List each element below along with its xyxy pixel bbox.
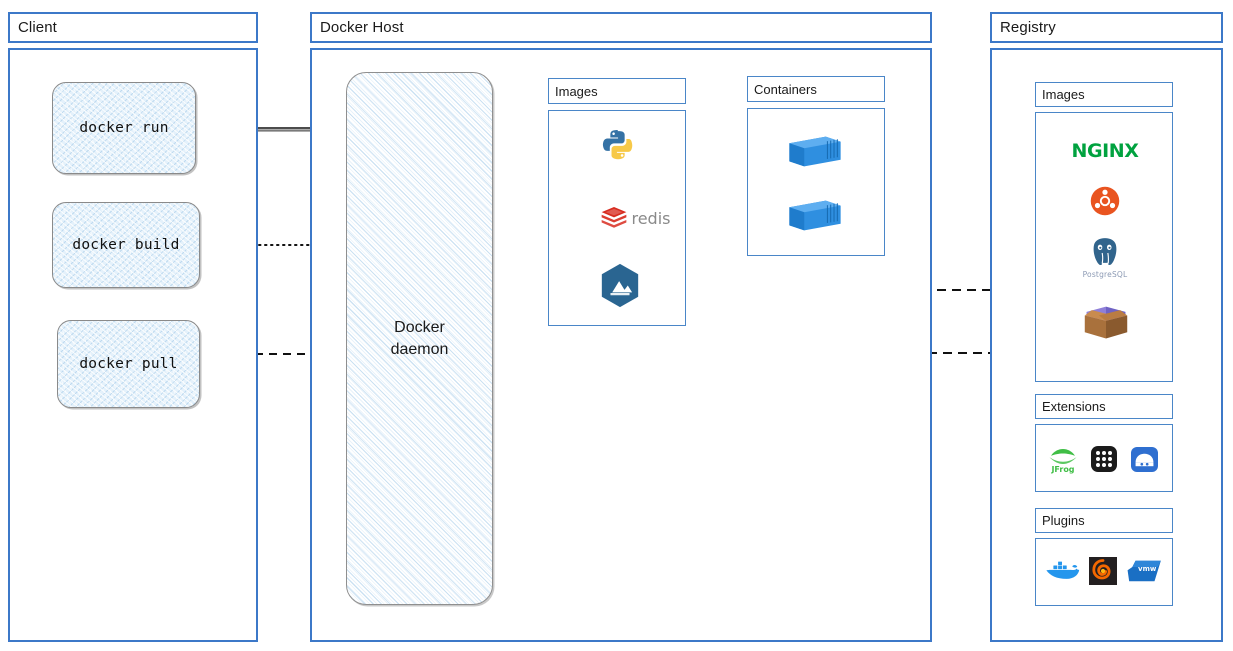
registry-images-panel-header: Images [1035,82,1173,107]
host-containers-panel-label: Containers [754,81,817,97]
command-label: docker run [79,120,169,136]
vmware-logo-icon: vmw [1125,556,1165,586]
registry-images-panel-label: Images [1042,87,1085,102]
docker-daemon-box[interactable]: Docker daemon [346,72,493,605]
registry-extensions-panel-label: Extensions [1042,399,1106,414]
jfrog-logo-icon: JFrog [1046,442,1080,476]
host-containers-panel-header: Containers [747,76,885,102]
registry-plugins-panel-header: Plugins [1035,508,1173,533]
docker-host-header: Docker Host [310,12,932,43]
open-box-icon [1078,295,1134,343]
ubuntu-logo-icon [1089,185,1121,217]
command-docker-run[interactable]: docker run [52,82,196,174]
grid-dots-icon [1090,445,1118,473]
shipping-container-icon [785,128,845,174]
blue-app-icon [1129,445,1159,473]
command-label: docker build [72,237,180,253]
command-docker-build[interactable]: docker build [52,202,200,288]
nginx-logo-icon: NGINX [1062,138,1148,164]
grafana-logo-icon [1088,556,1118,586]
vmware-label: vmw [1138,565,1157,573]
python-logo-icon [598,126,638,166]
redis-label: redis [631,208,671,228]
alpine-logo-icon [598,262,642,308]
client-header: Client [8,12,258,43]
registry-header: Registry [990,12,1223,43]
host-images-panel-header: Images [548,78,686,104]
command-docker-pull[interactable]: docker pull [57,320,200,408]
docker-whale-icon [1043,556,1081,586]
nginx-label: NGINX [1071,140,1139,162]
grid-dots-glyph [1091,446,1117,472]
client-header-label: Client [18,19,57,36]
redis-logo-icon: redis [588,203,684,233]
host-containers-panel-body [747,108,885,256]
registry-plugins-panel-label: Plugins [1042,513,1085,528]
postgresql-logo-icon: PostgreSQL [1082,234,1128,280]
registry-extensions-panel-header: Extensions [1035,394,1173,419]
blue-app-glyph [1130,446,1158,472]
docker-daemon-label: Docker daemon [390,319,449,358]
host-images-panel-label: Images [555,83,598,99]
postgresql-label: PostgreSQL [1082,269,1128,279]
registry-header-label: Registry [1000,19,1056,36]
command-label: docker pull [79,356,178,372]
jfrog-label: JFrog [1051,464,1075,474]
shipping-container-icon [785,192,845,238]
docker-host-header-label: Docker Host [320,19,404,36]
